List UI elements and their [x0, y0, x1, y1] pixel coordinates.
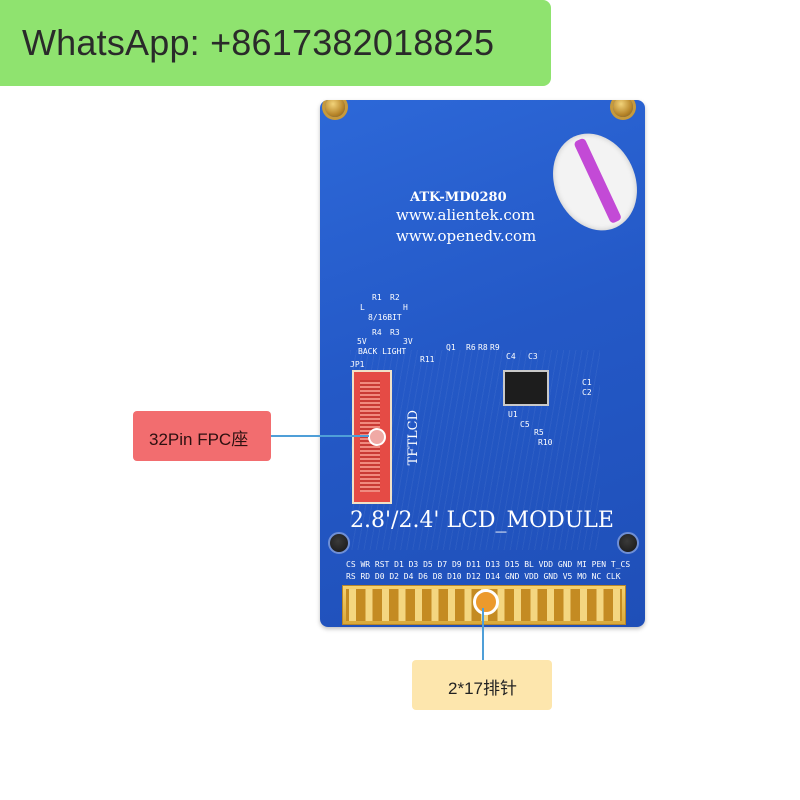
fpc-callout: 32Pin FPC座 [133, 411, 271, 461]
silk-r8: R8 [478, 343, 488, 352]
board-model-text: ATK-MD0280 [410, 190, 507, 205]
silk-jp1: JP1 [350, 360, 365, 369]
header-callout-text: 2*17排针 [448, 679, 517, 698]
silk-3v: 3V [403, 337, 413, 346]
fpc-marker-dot [368, 428, 386, 446]
board-url-alientek: www.alientek.com [396, 206, 535, 224]
board-url-openedv: www.openedv.com [396, 227, 537, 245]
header-marker-dot [473, 589, 499, 615]
whatsapp-contact-text: WhatsApp: +8617382018825 [22, 22, 495, 63]
silk-8-16bit: 8/16BIT [368, 313, 402, 322]
brass-standoff-left [325, 100, 345, 117]
pin-labels-top-row: CS WR RST D1 D3 D5 D7 D9 D11 D13 D15 BL … [346, 560, 631, 569]
header-callout: 2*17排针 [412, 660, 552, 710]
tftlcd-side-label: TFTLCD [406, 410, 421, 466]
silk-r3: R3 [390, 328, 400, 337]
whatsapp-banner: WhatsApp: +8617382018825 [0, 0, 551, 86]
silk-c4: C4 [506, 352, 516, 361]
silk-r10: R10 [538, 438, 553, 447]
silk-r2: R2 [390, 293, 400, 302]
silk-5v: 5V [357, 337, 367, 346]
silk-back-light: BACK LIGHT [358, 347, 407, 356]
fpc-leader-line [271, 435, 369, 437]
silk-r6: R6 [466, 343, 476, 352]
mount-hole-left [328, 532, 350, 554]
pin-labels-bottom-row: RS RD D0 D2 D4 D6 D8 D10 D12 D14 GND VDD… [346, 572, 621, 581]
certification-sticker [537, 119, 645, 245]
silk-r1: R1 [372, 293, 382, 302]
silk-h: H [403, 303, 408, 312]
silk-r4: R4 [372, 328, 382, 337]
silk-u1: U1 [508, 410, 518, 419]
silk-c2: C2 [582, 388, 592, 397]
header-leader-line [482, 608, 484, 661]
silk-r5: R5 [534, 428, 544, 437]
silk-c5: C5 [520, 420, 530, 429]
fpc-callout-text: 32Pin FPC座 [149, 430, 249, 449]
driver-chip [503, 370, 549, 406]
silk-c1: C1 [582, 378, 592, 387]
silk-r9: R9 [490, 343, 500, 352]
silk-c3: C3 [528, 352, 538, 361]
brass-standoff-right [613, 100, 633, 117]
certification-band [573, 137, 623, 225]
lcd-module-label: 2.8'/2.4' LCD_MODULE [350, 508, 614, 533]
lcd-module-board: ATK-MD0280 www.alientek.com www.openedv.… [320, 100, 645, 627]
silk-r11: R11 [420, 355, 435, 364]
silk-l: L [360, 303, 365, 312]
silk-q1: Q1 [446, 343, 456, 352]
mount-hole-right [617, 532, 639, 554]
